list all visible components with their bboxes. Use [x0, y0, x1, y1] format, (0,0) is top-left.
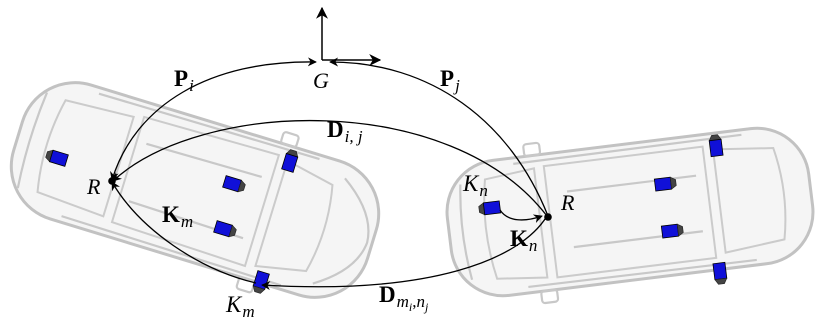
label-p-j: Pj	[440, 66, 460, 95]
label-d-mn: Dmi,nj	[379, 282, 429, 314]
label-k-n-arc-base: K	[510, 226, 528, 251]
label-d-mn-sep: ,	[412, 292, 416, 311]
label-k-n-cam-base: K	[462, 171, 480, 196]
label-k-m-arc: Km	[162, 202, 193, 231]
camera-right-kn	[478, 200, 502, 216]
label-d-mn-subsub-i: i	[409, 300, 412, 314]
label-k-n-cam-sub: n	[479, 181, 488, 200]
label-p-i: Pi	[174, 66, 194, 95]
right-car-roof	[542, 145, 718, 279]
right-car-front-line	[459, 184, 474, 281]
label-k-m-arc-base: K	[162, 202, 180, 227]
label-g: G	[313, 68, 329, 93]
arc-d-ij	[112, 119, 548, 217]
arc-p-i	[110, 57, 317, 181]
label-k-n-arc-sub: n	[529, 236, 538, 255]
label-p-i-sub: i	[189, 76, 194, 95]
right-car-windshield	[483, 167, 549, 280]
left-car-hood-line	[312, 177, 370, 285]
label-d-mn-subsub-j: j	[423, 300, 429, 314]
camera-right-center-2	[660, 223, 684, 239]
label-p-j-base: P	[440, 66, 454, 91]
rig-point-left	[108, 177, 116, 185]
label-k-m-cam: Km	[225, 292, 255, 321]
left-car-rear-window	[36, 99, 135, 218]
label-d-mn-base: D	[379, 282, 396, 307]
camera-left-center-2	[213, 220, 237, 238]
left-car-windshield	[254, 159, 334, 273]
label-r-right: R	[560, 190, 575, 215]
right-car-rear-window	[711, 147, 787, 254]
right-car-mirror-bottom	[540, 288, 560, 305]
camera-right-bottom	[712, 261, 728, 285]
rig-point-right	[544, 213, 552, 221]
arc-k-m	[111, 181, 257, 284]
label-d-ij-sub: i, j	[345, 127, 363, 146]
label-k-m-arc-sub: m	[181, 212, 193, 231]
label-d-mn-sub-n: n	[417, 292, 426, 311]
label-d-ij-base: D	[327, 117, 344, 142]
right-car-mirror-top	[522, 141, 542, 158]
arc-d-mn	[261, 215, 548, 290]
label-k-m-cam-sub: m	[242, 302, 254, 321]
label-k-n-cam: Kn	[462, 171, 488, 200]
global-frame-axes	[316, 6, 382, 66]
label-k-n-arc: Kn	[510, 226, 537, 255]
right-car-body	[445, 126, 815, 298]
camera-right-top	[708, 134, 724, 158]
label-k-m-cam-base: K	[225, 292, 243, 317]
label-d-ij: Di, j	[327, 117, 363, 146]
label-r-left: R	[86, 174, 101, 199]
label-p-j-sub: j	[453, 76, 460, 95]
camera-right-center-1	[653, 176, 677, 192]
camera-left-rear	[45, 149, 69, 167]
arc-k-n	[499, 209, 543, 223]
arc-p-j	[329, 57, 549, 217]
left-car-rear-line	[16, 92, 49, 189]
left-car-mirror-bottom	[235, 276, 256, 294]
label-p-i-base: P	[174, 66, 188, 91]
left-car	[9, 81, 381, 299]
left-car-side-line-bottom	[61, 215, 282, 287]
right-car-side-line-top	[513, 133, 742, 165]
label-d-mn-sub-m: m	[397, 292, 409, 311]
